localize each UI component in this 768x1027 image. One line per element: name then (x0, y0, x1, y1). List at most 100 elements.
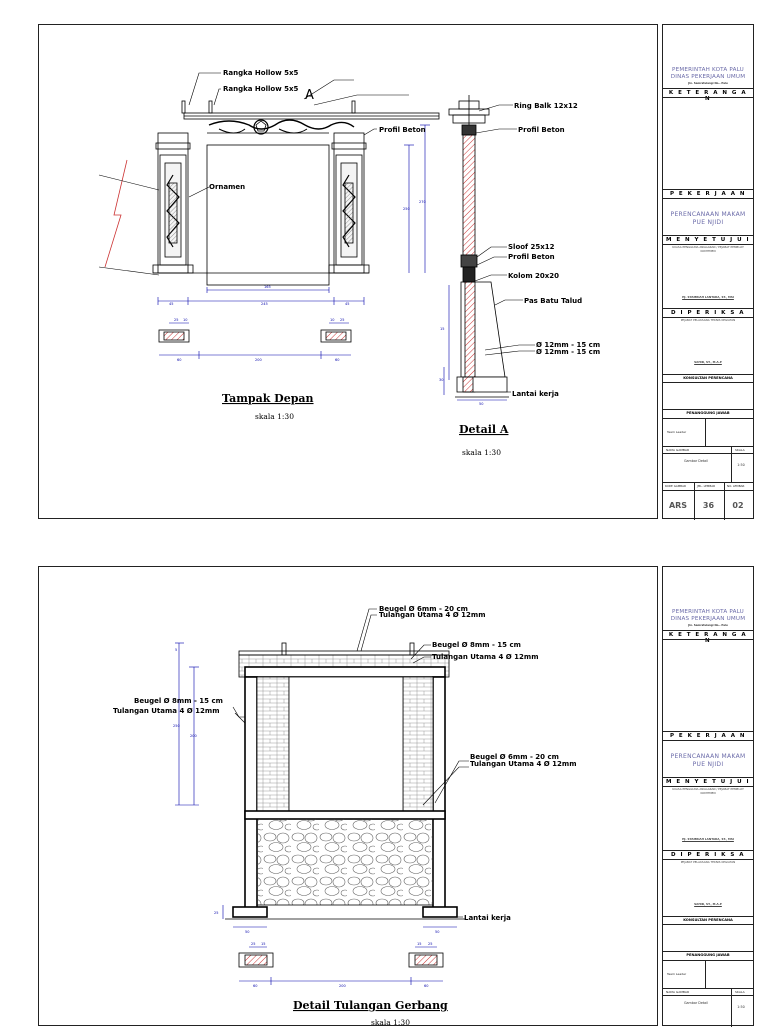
dim-250: 250 (403, 207, 410, 211)
annotations-1: Rangka Hollow 5x5 Rangka Hollow 5x5 A Pr… (209, 69, 600, 398)
tb2-diperiksa: D I P E R I K S A (671, 852, 745, 858)
gate-front-elevation (98, 100, 440, 305)
tb1-kode-label: KODE GAMBAR (665, 484, 686, 488)
tb1-menyetujui: M E N Y E T U J U I (665, 237, 751, 243)
leader-lines-2 (232, 608, 469, 918)
tb2-skala-label: SKALA (735, 990, 745, 994)
dim-60-left: 60 (177, 358, 181, 362)
dim-15: 15 (440, 327, 444, 331)
tb2-project-2: PUE NJIDI (692, 761, 724, 768)
dimension-values-2: 5 250 200 25 50 50 25 15 15 25 60 200 60 (173, 648, 439, 988)
tb2-keterangan: K E T E R A N G A N (668, 632, 748, 644)
label-beugel-top-1: Beugel Ø 6mm - 20 cm (379, 605, 468, 613)
title-detail-a: Detail A (459, 423, 509, 436)
tb1-penanggung: PENANGGUNG JAWAB (686, 411, 730, 415)
tb1-no: 02 (732, 501, 744, 510)
detail-a-section (443, 95, 509, 401)
tb1-skala: 1:50 (737, 463, 745, 467)
label-beugel-left: Beugel Ø 8mm - 15 cm (134, 697, 223, 705)
dimension-values-1: 165 245 45 45 250 270 25 10 10 25 60 200… (169, 200, 483, 406)
title-detail-tulangan: Detail Tulangan Gerbang (293, 999, 448, 1012)
tb2-checker-role: PEJABAT PELAKSANA TEKNIS KEGIATAN (680, 860, 736, 864)
scale-detail-tulangan: skala 1:30 (371, 1018, 410, 1027)
dim-245: 245 (261, 302, 268, 306)
label-section-marker-a: A (305, 88, 314, 103)
leader-lines-1 (188, 72, 535, 393)
label-tulangan-left: Tulangan Utama 4 Ø 12mm (113, 707, 219, 715)
dim-30: 30 (439, 378, 443, 382)
dim-250-2: 250 (173, 724, 180, 728)
dim-10-left: 10 (183, 318, 187, 322)
title-tampak-depan: Tampak Depan (222, 392, 314, 405)
dim-25-2: 25 (214, 911, 218, 915)
label-rangka-hollow-1: Rangka Hollow 5x5 (223, 69, 298, 77)
title-block-1: PEMERINTAH KOTA PALU DINAS PEKERJAAN UMU… (662, 24, 754, 520)
label-pas-batu-talud: Pas Batu Talud (524, 297, 582, 305)
label-ring-balk: Ring Balk 12x12 (514, 102, 578, 110)
tb2-penanggung: PENANGGUNG JAWAB (686, 953, 730, 957)
dim-200-2: 200 (190, 734, 197, 738)
label-kolom: Kolom 20x20 (508, 272, 559, 280)
tb1-jml-label: JML. LEMBAR (697, 484, 716, 488)
gate-reinforcement-section (175, 642, 465, 928)
dim-25-right: 25 (340, 318, 344, 322)
tb1-no-label: NO. LEMBAR (727, 484, 745, 488)
tb1-pekerjaan: P E K E R J A A N (669, 191, 747, 197)
label-tulangan-1: Ø 12mm - 15 cm (536, 341, 600, 349)
title-block-2: PEMERINTAH KOTA PALU DINAS PEKERJAAN UMU… (662, 566, 754, 1027)
tb1-address: Jln. Samratulangi No.- Palu (688, 82, 728, 85)
label-profil-beton-front: Profil Beton (379, 126, 426, 134)
tb1-diperiksa: D I P E R I K S A (671, 310, 745, 316)
dim-15-foot-left: 15 (261, 942, 265, 946)
drawing-canvas-1: Rangka Hollow 5x5 Rangka Hollow 5x5 A Pr… (98, 69, 600, 457)
label-tulangan-2: Ø 12mm - 15 cm (536, 348, 600, 356)
tb1-team-leader: Team Leader (667, 430, 687, 434)
annotations-2: Beugel Ø 6mm - 20 cm Tulangan Utama 4 Ø … (113, 605, 576, 922)
label-tulangan-top-2: Tulangan Utama 4 Ø 12mm (432, 653, 538, 661)
tb1-org2: DINAS PEKERJAAN UMUM (670, 74, 746, 80)
label-profil-beton-detail: Profil Beton (518, 126, 565, 134)
dim-270: 270 (419, 200, 426, 204)
dim-10-right: 10 (330, 318, 334, 322)
tb2-project-1: PERENCANAAN MAKAM (670, 753, 746, 760)
scale-tampak-depan: skala 1:30 (255, 412, 294, 421)
tb1-project-2: PUE NJIDI (692, 219, 724, 226)
label-tulangan-right: Tulangan Utama 4 Ø 12mm (470, 760, 576, 768)
dim-15-foot-right: 15 (417, 942, 421, 946)
tb2-approver-role: KUASA PENGGUNA ANGGARAN / PEJABAT PEMBUA… (672, 787, 744, 795)
tb1-checker-name: SAHID, ST., M.A.P (694, 360, 722, 364)
dim-50-right: 50 (435, 930, 439, 934)
tb1-skala-label: SKALA (735, 448, 745, 452)
tb2-pekerjaan: P E K E R J A A N (669, 733, 747, 739)
label-sloof: Sloof 25x12 (508, 243, 555, 251)
dim-25-foot-right: 25 (428, 942, 432, 946)
dim-60-foot-right: 60 (424, 984, 428, 988)
label-tulangan-top-1: Tulangan Utama 4 Ø 12mm (379, 611, 485, 619)
tb2-skala: 1:50 (737, 1005, 745, 1009)
tb1-nama-gambar-label: NAMA GAMBAR (666, 448, 690, 452)
dim-45-left: 45 (169, 302, 173, 306)
label-beugel-right: Beugel Ø 6mm - 20 cm (470, 753, 559, 761)
dim-25-left: 25 (174, 318, 178, 322)
tb1-konsultan: KONSULTAN PERENCANA (683, 376, 733, 380)
tb1-approver-role: KUASA PENGGUNA ANGGARAN / PEJABAT PEMBUA… (672, 245, 744, 253)
tb1-approver-name: HJ. SYAMRIAH LANTARA, ST., MSI (682, 295, 734, 299)
tb2-nama-gambar: Gambar Detail (683, 1001, 708, 1005)
dim-60-right: 60 (335, 358, 339, 362)
tb2-checker-name: SAHID, ST., M.A.P (694, 902, 722, 906)
front-footings (158, 322, 352, 359)
tb2-nama-gambar-label: NAMA GAMBAR (666, 990, 690, 994)
drawing-sheet-2: Beugel Ø 6mm - 20 cm Tulangan Utama 4 Ø … (38, 566, 658, 1027)
tb2-menyetujui: M E N Y E T U J U I (665, 779, 751, 785)
label-rangka-hollow-2: Rangka Hollow 5x5 (223, 85, 298, 93)
dim-200: 200 (255, 358, 262, 362)
tb1-jml: 36 (702, 501, 715, 510)
dim-50-left: 50 (245, 930, 249, 934)
tb2-address: Jln. Samratulangi No.- Palu (688, 624, 728, 627)
dim-200-foot: 200 (339, 984, 346, 988)
dim-50: 50 (479, 402, 483, 406)
tb2-org2: DINAS PEKERJAAN UMUM (670, 616, 746, 622)
label-lantai-kerja-2: Lantai kerja (464, 914, 511, 922)
label-lantai-kerja-1: Lantai kerja (512, 390, 559, 398)
gate-footing-details (238, 946, 444, 985)
